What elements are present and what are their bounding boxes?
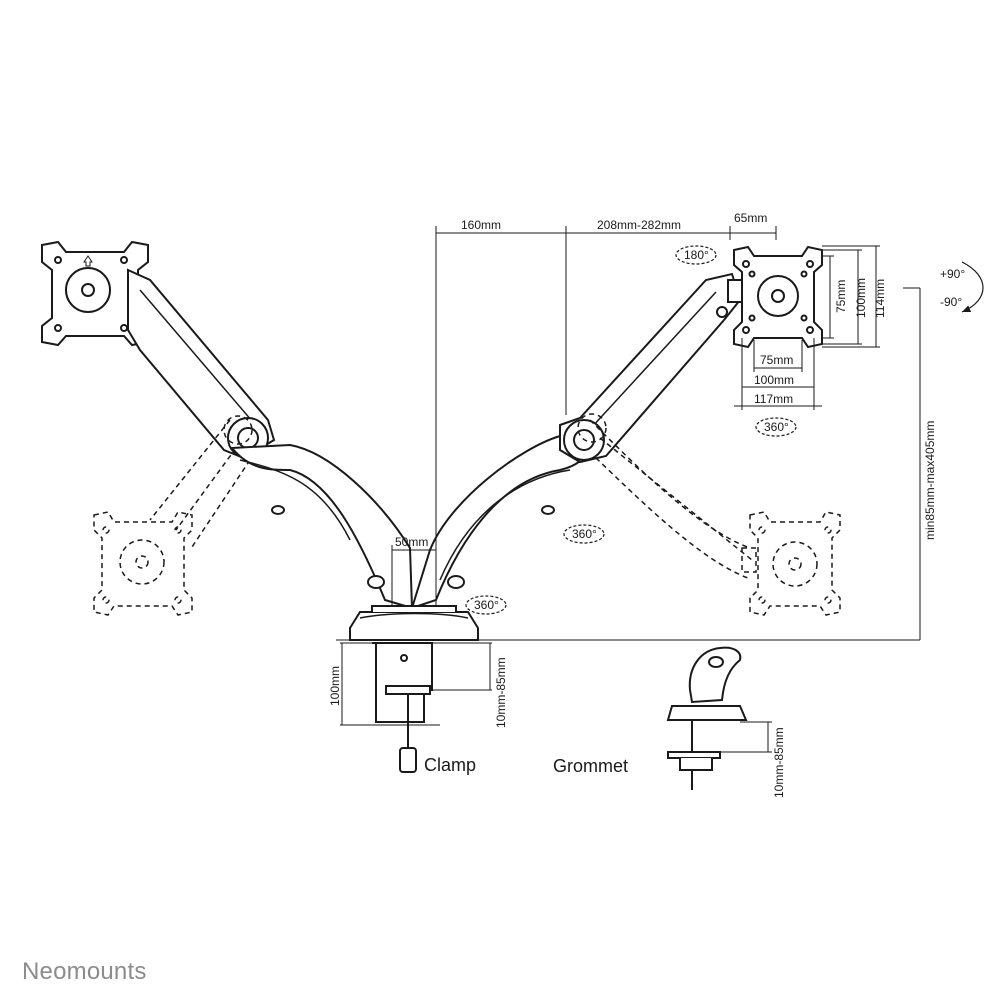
right-vesa-plate: [733, 245, 823, 349]
vesa-v3: 114mm: [873, 279, 887, 318]
vesa-h1: 75mm: [760, 353, 793, 367]
left-ghost-arm: [149, 415, 253, 551]
rot-tilt-up: +90°: [940, 267, 965, 281]
dimension-lines: [336, 226, 921, 641]
vesa-v2: 100mm: [854, 278, 868, 318]
dim-clamp-height: 100mm: [328, 666, 342, 706]
right-ghost-plate: [749, 511, 841, 616]
dim-pole-height: min85mm-max405mm: [923, 421, 937, 540]
dim-grommet-thickness: 10mm-85mm: [772, 727, 786, 798]
rotation-markers: [465, 245, 984, 615]
left-vesa-plate: [41, 240, 149, 347]
rot-rotate-base: 360°: [474, 598, 499, 612]
right-main-arm: [410, 434, 590, 610]
label-grommet: Grommet: [553, 756, 628, 776]
left-main-arm: [229, 443, 414, 610]
grommet-assembly: [666, 646, 748, 790]
rot-tilt-down: -90°: [940, 295, 962, 309]
vesa-h2: 100mm: [754, 373, 794, 387]
dim-arm-extension: 208mm-282mm: [597, 218, 681, 232]
left-ghost-plate: [93, 511, 193, 616]
base: [349, 605, 479, 641]
right-upper-arm: [559, 272, 743, 464]
dim-head-offset: 65mm: [734, 211, 767, 225]
label-clamp: Clamp: [424, 755, 476, 775]
rot-rotate-arm: 360°: [572, 527, 597, 541]
brand-logo: Neomounts: [22, 958, 147, 985]
left-upper-arm: [127, 268, 276, 460]
rot-rotate-screen: 360°: [764, 420, 789, 434]
dim-clamp-thickness: 10mm-85mm: [494, 657, 508, 728]
dim-base-gap: 50mm: [395, 535, 428, 549]
clamp-assembly: [372, 642, 433, 773]
grommet-dims: [720, 721, 772, 753]
dim-arm-span: 160mm: [461, 218, 501, 232]
right-ghost-arm: [577, 413, 757, 579]
vesa-v1: 75mm: [834, 280, 848, 313]
rot-swivel: 180°: [684, 248, 709, 262]
vesa-h3: 117mm: [754, 392, 793, 406]
clamp-dims: [340, 642, 492, 726]
